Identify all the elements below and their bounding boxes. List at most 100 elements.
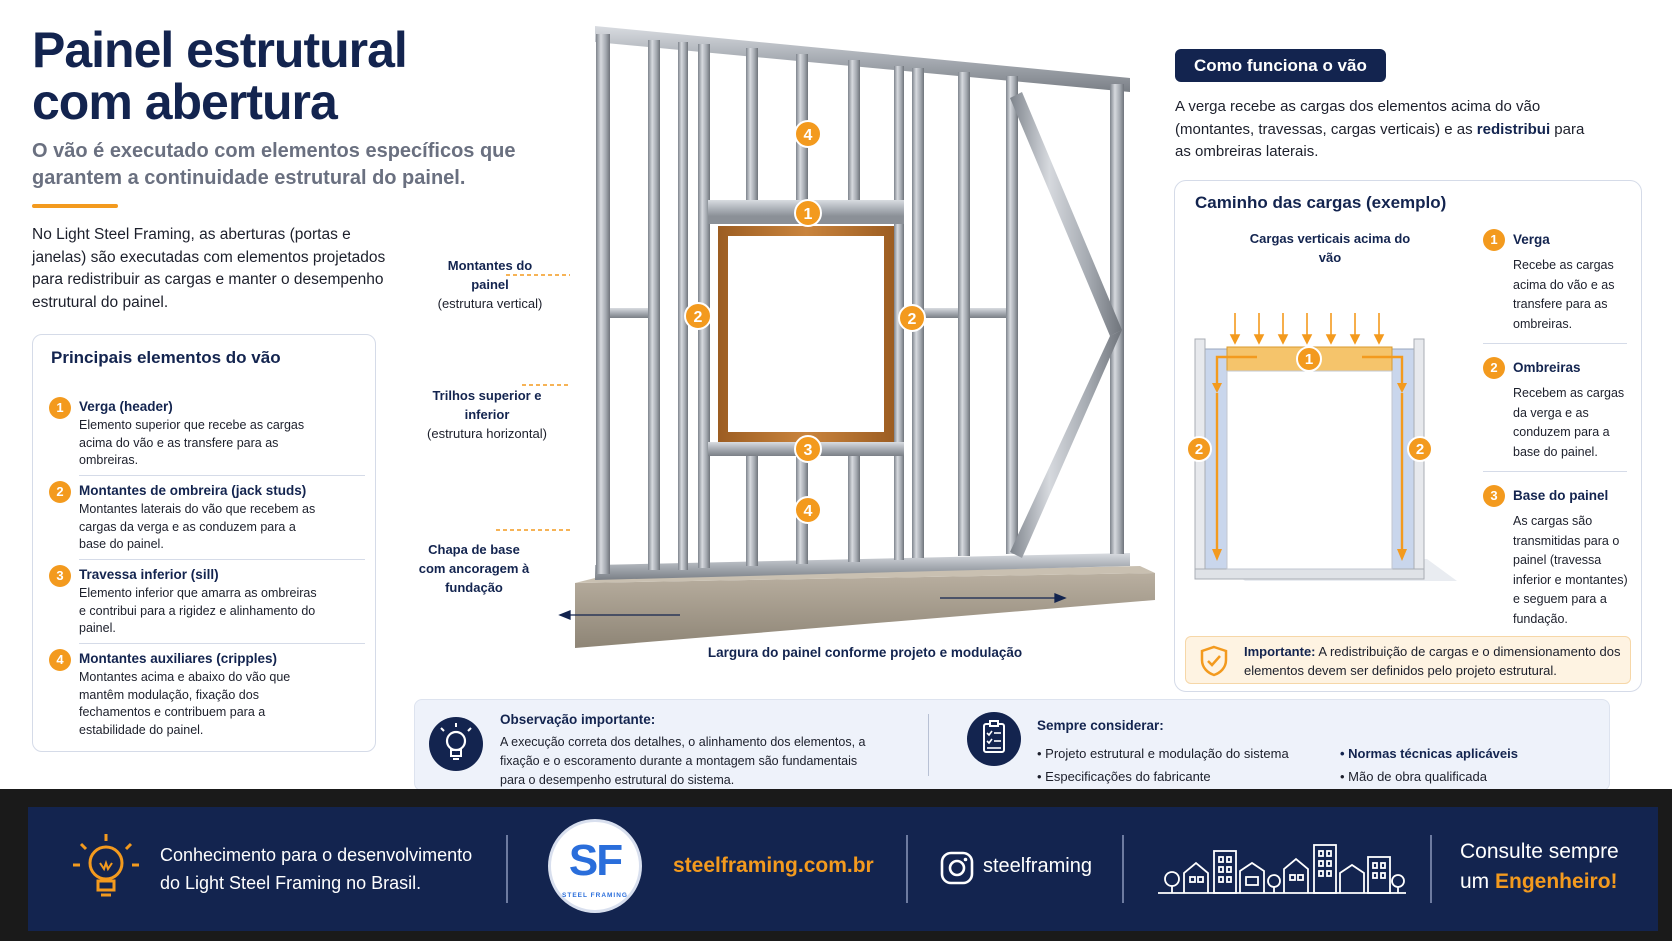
- divider: [928, 714, 929, 776]
- element-name: Montantes de ombreira (jack studs): [79, 483, 307, 498]
- number-badge: 1: [1483, 229, 1505, 251]
- page-subtitle: O vão é executado com elementos específi…: [32, 140, 516, 189]
- load-item-desc: Recebem as cargas da verga e as conduzem…: [1513, 386, 1625, 459]
- load-item-name: Verga: [1513, 232, 1550, 247]
- vertical-loads-label: Cargas verticais acima do vão: [1249, 231, 1411, 265]
- divider: [1483, 471, 1627, 472]
- shield-check-icon: [1200, 645, 1228, 677]
- load-item-desc: As cargas são transmitidas para o painel…: [1513, 514, 1628, 626]
- svg-text:2: 2: [694, 309, 703, 326]
- diagram-markers: 4 1 2 2 3 4: [684, 120, 926, 524]
- load-path-diagram: 1 2 2: [1187, 313, 1457, 581]
- number-badge: 3: [1483, 485, 1505, 507]
- observation-text: A execução correta dos detalhes, o alinh…: [500, 735, 866, 787]
- divider: [79, 559, 365, 560]
- number-badge: 2: [49, 481, 71, 503]
- svg-text:2: 2: [1416, 441, 1424, 458]
- load-item-name: Ombreiras: [1513, 360, 1581, 375]
- divider: [1430, 835, 1432, 903]
- divider: [1122, 835, 1124, 903]
- element-name: Montantes auxiliares (cripples): [79, 651, 278, 666]
- steel-frame-wall-diagram: 4 1 2 2 3 4: [496, 26, 1155, 648]
- how-it-works-text: A verga recebe as cargas dos elementos a…: [1175, 98, 1585, 160]
- footer-banner: Conhecimento para o desenvolvimento do L…: [28, 807, 1658, 931]
- blocking: [610, 308, 1006, 318]
- consider-item: • Especificações do fabricante: [1037, 769, 1211, 784]
- consider-item: • Mão de obra qualificada: [1340, 769, 1487, 784]
- elements-card: Principais elementos do vão 1 Verga (hea…: [32, 334, 376, 752]
- diagonal-brace: [1010, 92, 1122, 336]
- element-desc: Montantes acima e abaixo do vão que mant…: [79, 670, 291, 737]
- elements-card-title: Principais elementos do vão: [51, 348, 281, 367]
- marker-cripple-bottom: 4: [794, 496, 822, 524]
- title-accent-rule: [32, 204, 118, 208]
- load-item-name: Base do painel: [1513, 488, 1609, 503]
- width-arrows: [558, 593, 1067, 620]
- marker-jack-right: 2: [898, 304, 926, 332]
- consider-item: • Normas técnicas aplicáveis: [1340, 746, 1518, 761]
- callout-chapa-base: Chapa de base com ancoragem à fundação: [418, 542, 530, 595]
- divider: [79, 643, 365, 644]
- number-badge: 1: [49, 397, 71, 419]
- svg-text:4: 4: [804, 127, 813, 144]
- element-desc: Elemento inferior que amarra as ombreira…: [79, 586, 317, 635]
- divider: [906, 835, 908, 903]
- svg-text:2: 2: [1195, 441, 1203, 458]
- bottom-track: [595, 553, 1130, 580]
- marker-cripple-top: 4: [794, 120, 822, 148]
- diagonal-brace: [1010, 330, 1122, 558]
- lightbulb-icon: [73, 834, 139, 897]
- window-opening: [728, 236, 884, 432]
- svg-text:3: 3: [804, 442, 813, 459]
- panel-width-label: Largura do painel conforme projeto e mod…: [707, 645, 1023, 660]
- steel-framing-logo: SF STEEL FRAMING: [548, 819, 642, 913]
- element-name: Travessa inferior (sill): [79, 567, 219, 582]
- element-desc: Montantes laterais do vão que recebem as…: [79, 502, 316, 551]
- load-path-card: Caminho das cargas (exemplo): [1174, 180, 1642, 692]
- load-item-desc: Recebe as cargas acima do vão e as trans…: [1513, 258, 1615, 331]
- instagram-handle[interactable]: steelframing: [983, 855, 1092, 877]
- footer-tagline: Conhecimento para o desenvolvimento do L…: [160, 845, 473, 893]
- callout-montantes: Montantes do painel (estrutura vertical): [437, 258, 543, 311]
- divider: [1483, 343, 1627, 344]
- svg-text:4: 4: [804, 503, 813, 520]
- element-name: Verga (header): [79, 399, 173, 414]
- important-note: Importante: A redistribuição de cargas e…: [1185, 636, 1631, 684]
- svg-text:2: 2: [908, 311, 917, 328]
- svg-text:1: 1: [804, 206, 813, 223]
- info-panel: Observação importante: A execução corret…: [414, 699, 1610, 791]
- checklist-icon: [967, 712, 1021, 766]
- how-it-works-pill: Como funciona o vão: [1175, 49, 1386, 82]
- callout-leaders: [496, 274, 570, 531]
- title-line-1: Painel estrutural: [32, 22, 408, 78]
- number-badge: 2: [1483, 357, 1505, 379]
- intro-paragraph: No Light Steel Framing, as aberturas (po…: [32, 226, 386, 311]
- svg-text:1: 1: [1305, 351, 1313, 368]
- load-marker-jack-left: 2: [1187, 436, 1212, 462]
- number-badge: 3: [49, 565, 71, 587]
- top-track: [595, 26, 1130, 92]
- divider: [506, 835, 508, 903]
- observation-title: Observação importante:: [500, 712, 656, 727]
- callout-trilhos: Trilhos superior e inferior (estrutura h…: [427, 388, 547, 441]
- page-title: Painel estrutural com abertura: [32, 22, 408, 130]
- concrete-top: [575, 566, 1155, 583]
- load-marker-header: 1: [1296, 346, 1322, 372]
- instagram-icon[interactable]: [940, 851, 974, 885]
- load-marker-jack-right: 2: [1407, 436, 1433, 462]
- city-skyline-icon: [1158, 844, 1406, 894]
- number-badge: 4: [49, 649, 71, 671]
- marker-jack-left: 2: [684, 302, 712, 330]
- title-line-2: com abertura: [32, 74, 338, 130]
- concrete-foundation: [575, 573, 1155, 648]
- consult-engineer-text: Consulte sempre um Engenheiro!: [1460, 840, 1619, 893]
- marker-sill: 3: [794, 435, 822, 463]
- lightbulb-icon: [429, 717, 483, 771]
- load-path-title: Caminho das cargas (exemplo): [1195, 193, 1447, 212]
- element-desc: Elemento superior que recebe as cargas a…: [79, 418, 305, 467]
- website-link[interactable]: steelframing.com.br: [673, 854, 874, 877]
- consider-item: • Projeto estrutural e modulação do sist…: [1037, 746, 1289, 761]
- consider-title: Sempre considerar:: [1037, 718, 1164, 733]
- marker-header: 1: [794, 199, 822, 227]
- divider: [79, 475, 365, 476]
